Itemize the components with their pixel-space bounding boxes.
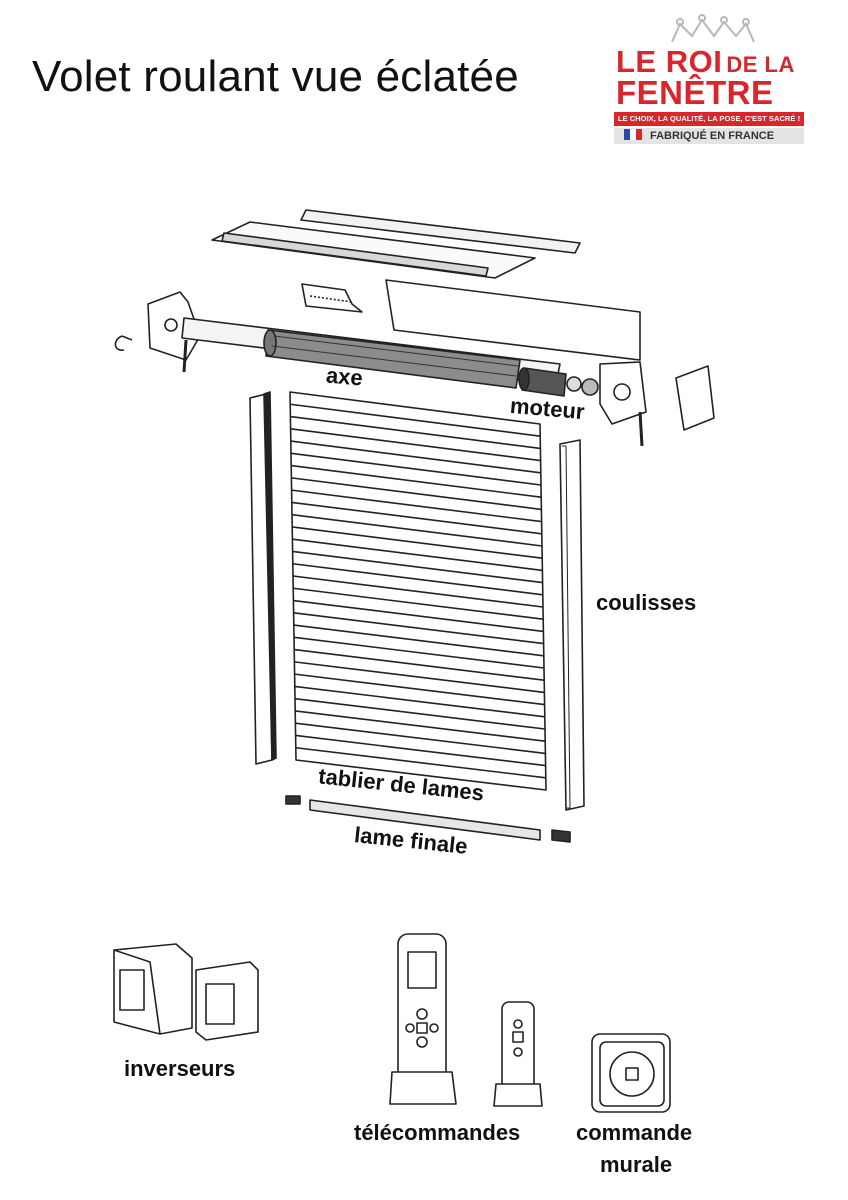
slat-line [291, 501, 542, 535]
label-telecommandes: télécommandes [354, 1120, 521, 1145]
right-end-cap [599, 361, 715, 447]
label-coulisses: coulisses [596, 590, 697, 615]
slat-curtain [289, 391, 547, 791]
slat-line [292, 526, 543, 559]
page-title: Volet roulant vue éclatée [32, 52, 519, 101]
slat-line [290, 440, 541, 474]
slat-line [294, 685, 545, 718]
slat-line [293, 636, 545, 669]
slat-line [292, 538, 543, 572]
wall-control [591, 1033, 671, 1113]
slat-line [290, 403, 541, 437]
slat-line [293, 612, 544, 645]
slat-line [295, 710, 546, 742]
slat-line [292, 562, 543, 596]
slat-line [295, 734, 546, 767]
slat-line [291, 489, 542, 523]
slat-line [291, 477, 542, 511]
label-commande: commande [576, 1120, 693, 1145]
label-inverseurs: inverseurs [124, 1056, 236, 1081]
slat-line [293, 624, 544, 657]
slat-line [290, 428, 541, 462]
slat-line [290, 452, 542, 486]
slat-line [292, 550, 543, 584]
slat-line [294, 697, 546, 730]
slat-line [293, 599, 544, 633]
top-cover [211, 209, 581, 279]
slat-line [294, 661, 545, 694]
label-murale: murale [600, 1152, 673, 1177]
slat-line [295, 746, 546, 779]
crown-icon [671, 14, 755, 43]
logo-line-2: FENÊTRE [616, 74, 774, 111]
slat-line [293, 587, 544, 620]
slat-line [294, 648, 545, 681]
slat-line [295, 722, 546, 755]
remote-controls [389, 933, 543, 1107]
slat-line [290, 415, 541, 450]
french-flag-icon [624, 129, 642, 140]
slat-line [291, 513, 543, 547]
left-guide-rail [249, 391, 277, 765]
final-slat [285, 795, 571, 843]
label-axe: axe [325, 362, 364, 391]
right-guide-rail [559, 439, 585, 811]
slat-line [291, 464, 542, 498]
logo-slogan: LE CHOIX, LA QUALITÉ, LA POSE, C'EST SAC… [614, 112, 804, 126]
slat-line [292, 575, 544, 608]
motor [518, 367, 599, 397]
made-in-france-badge: FABRIQUÉ EN FRANCE [614, 128, 804, 144]
rear-panel [385, 279, 641, 361]
switches [113, 943, 259, 1041]
slat-line [294, 673, 545, 706]
